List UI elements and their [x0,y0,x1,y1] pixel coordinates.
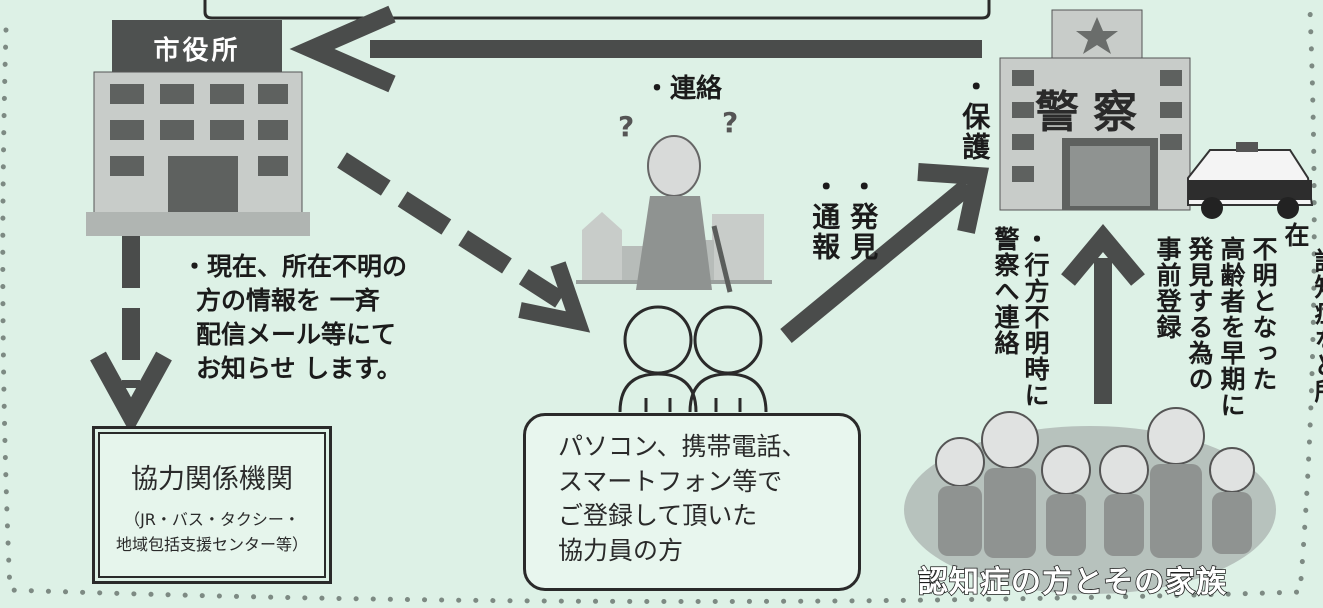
svg-text:?: ? [722,106,738,139]
police-sign: 警察 [1035,87,1151,138]
label-missing-contact: ・行方不明時に警察へ連絡 [991,226,1050,408]
pre-registration-line: 高齢者を早期に [1217,236,1246,418]
arrow-police-to-cityhall [289,5,982,93]
label-contact: ・連絡 [644,74,723,104]
agency-box: 協力関係機関 （JR・バス・タクシー・ 地域包括支援センター等） [92,426,332,584]
arrow-cityhall-to-members [337,152,565,308]
pre-registration-line: ・認知症など所在 [1281,222,1323,404]
svg-text:?: ? [618,110,634,143]
family-illustration [904,407,1276,594]
broadcast-line: お知らせ します。 [196,354,402,383]
pre-registration-line: 不明となった [1249,236,1278,392]
agency-subtitle-line: 地域包括支援センター等） [115,534,308,554]
pre-registration-line: 事前登録 [1153,236,1182,340]
city-hall-building [86,20,310,236]
broadcast-text: ・現在、所在不明の 方の情報を 一斉 配信メール等にて お知らせ します。 [182,250,407,386]
agency-subtitle: （JR・バス・タクシー・ 地域包括支援センター等） [95,508,329,558]
agency-title: 協力関係機関 [131,464,293,495]
member-line: ご登録して頂いた [558,501,758,530]
elderly-person-illustration: ? ? [576,106,772,293]
members-illustration [618,305,768,413]
broadcast-line: 方の情報を 一斉 [196,286,380,315]
top-banner-edge [203,0,991,20]
family-caption: 認知症の方とその家族 [917,564,1228,601]
agency-subtitle-line: （JR・バス・タクシー・ [124,510,300,529]
label-report: ・通報 [808,172,842,262]
label-protect: ・保護 [958,72,992,162]
police-building [999,9,1314,219]
arrow-family-to-police [1061,223,1145,404]
arrow-cityhall-to-agencies [90,236,172,435]
member-box: パソコン、携帯電話、 スマートフォン等で ご登録して頂いた 協力員の方 [523,413,861,591]
member-line: スマートフォン等で [558,466,783,496]
member-line: 協力員の方 [558,535,684,565]
broadcast-line: 配信メール等にて [196,320,397,349]
arrow-members-to-police [780,163,989,343]
city-hall-sign: 市役所 [153,36,241,66]
label-discover: ・発見 [846,172,880,262]
pre-registration-line: 発見する為の [1185,236,1214,392]
member-line: パソコン、携帯電話、 [558,432,807,461]
pre-registration-text: ・認知症など所在 不明となった 高齢者を早期に 発見する為の 事前登録 [1152,222,1323,422]
broadcast-line: ・現在、所在不明の [182,252,408,281]
